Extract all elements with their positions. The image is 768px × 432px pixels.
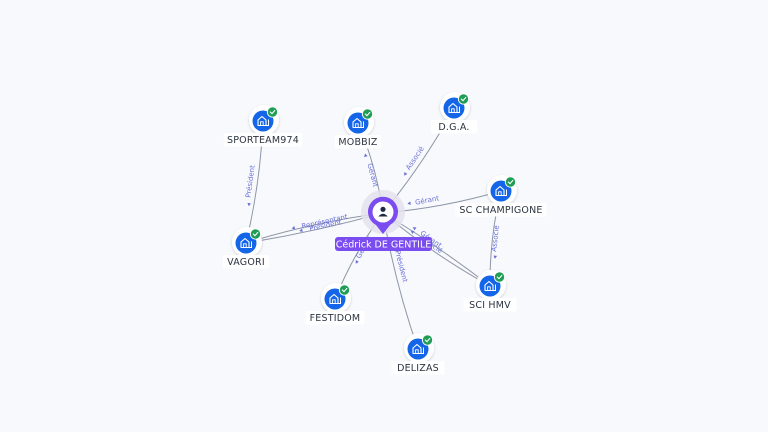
- edge-arrow-icon: [291, 225, 296, 230]
- node-label-bg: [455, 203, 547, 217]
- node-label-bg: [430, 120, 478, 134]
- check-badge-icon: [457, 93, 470, 105]
- company-name: SCI HMV: [469, 300, 511, 311]
- company-circle: [235, 232, 257, 254]
- center-pin-inner: [372, 201, 394, 223]
- company-node-dga[interactable]: D.G.A.: [430, 92, 478, 134]
- company-circle: [443, 97, 465, 119]
- company-circle: [324, 288, 346, 310]
- company-name: D.G.A.: [438, 122, 469, 133]
- company-name: DELIZAS: [397, 363, 439, 374]
- company-name: SC CHAMPIGONE: [459, 205, 542, 216]
- edge-label: Associé: [404, 145, 425, 171]
- edge-label: Associé: [490, 225, 501, 252]
- center-name: Cédrick DE GENTILE: [336, 239, 432, 250]
- edge-label: Président: [393, 250, 409, 284]
- company-node-sci-hmv[interactable]: SCI HMV: [463, 270, 517, 312]
- edge-arrow-icon: [299, 228, 303, 233]
- edge-arrow-icon: [412, 227, 417, 231]
- edge-arrow-icon: [404, 172, 408, 176]
- person-icon: [378, 206, 388, 217]
- center-person-node[interactable]: Cédrick DE GENTILE: [335, 190, 432, 251]
- check-badge-icon: [504, 176, 517, 188]
- edge-label: Président: [244, 164, 256, 198]
- building-icon: [240, 237, 252, 249]
- check-badge-icon: [493, 271, 506, 283]
- building-icon: [329, 293, 341, 305]
- company-node-sc-champigone[interactable]: SC CHAMPIGONE: [455, 175, 547, 217]
- building-icon: [412, 343, 424, 355]
- check-badge-icon: [421, 334, 434, 346]
- company-name: VAGORI: [227, 257, 265, 268]
- nodes-layer: SPORTEAM974 MOBBIZ D.G.A. SC CHAMPIGONE SCI …: [222, 92, 547, 375]
- edge-label: Gérant: [414, 194, 439, 206]
- building-icon: [495, 185, 507, 197]
- check-badge-icon: [249, 228, 262, 240]
- company-name: SPORTEAM974: [227, 135, 299, 146]
- edge-arrow-icon: [364, 153, 368, 158]
- company-circle: [490, 180, 512, 202]
- edge-arrow-icon: [355, 260, 359, 264]
- node-label-bg: [222, 255, 270, 269]
- building-icon: [484, 280, 496, 292]
- check-badge-icon: [266, 106, 279, 118]
- node-label-bg: [334, 135, 382, 149]
- edge-arrow-icon: [493, 255, 498, 259]
- node-label-bg: [391, 361, 445, 375]
- center-label-bg: [335, 237, 432, 251]
- company-name: FESTIDOM: [310, 313, 361, 324]
- edge-arrow-icon: [410, 230, 415, 234]
- node-label-bg: [305, 311, 365, 325]
- building-icon: [257, 115, 269, 127]
- edge-label: Gérant: [365, 163, 379, 189]
- edge-arrow-icon: [247, 202, 251, 207]
- company-circle: [347, 112, 369, 134]
- node-label-bg: [463, 298, 517, 312]
- company-circle: [407, 338, 429, 360]
- company-name: MOBBIZ: [338, 137, 378, 148]
- building-icon: [352, 117, 364, 129]
- check-badge-icon: [338, 284, 351, 296]
- company-circle: [479, 275, 501, 297]
- node-label-bg: [223, 133, 303, 147]
- building-icon: [448, 102, 460, 114]
- company-node-festidom[interactable]: FESTIDOM: [305, 283, 365, 325]
- edge-arrow-icon: [407, 201, 411, 205]
- company-node-mobbiz[interactable]: MOBBIZ: [334, 107, 382, 149]
- company-circle: [252, 110, 274, 132]
- check-badge-icon: [361, 108, 374, 120]
- company-node-delizas[interactable]: DELIZAS: [391, 333, 445, 375]
- company-node-vagori[interactable]: VAGORI: [222, 227, 270, 269]
- company-node-sporteam974[interactable]: SPORTEAM974: [223, 105, 303, 147]
